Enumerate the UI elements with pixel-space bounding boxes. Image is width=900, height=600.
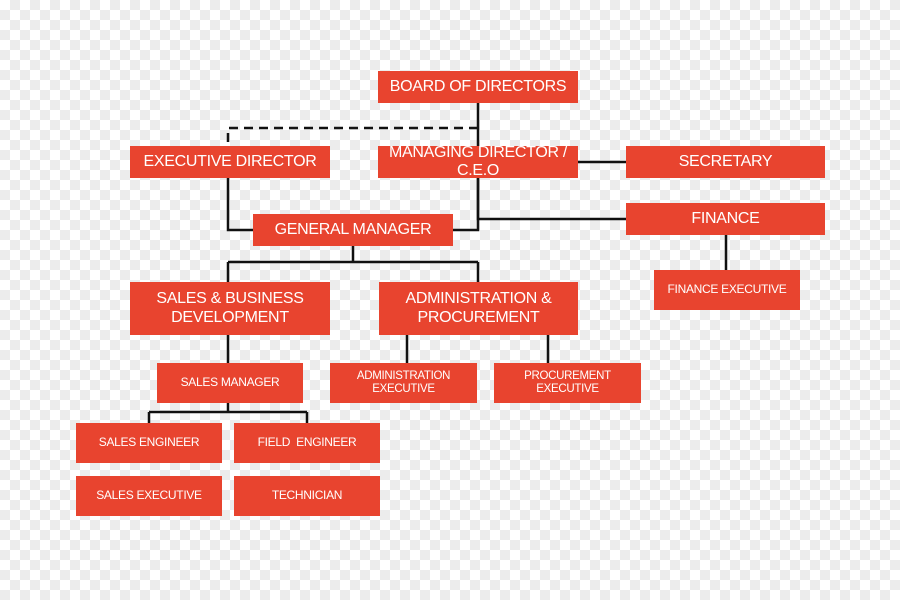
administration-procurement-box: ADMINISTRATION & PROCUREMENT bbox=[379, 282, 578, 335]
sales-engineer-box: SALES ENGINEER bbox=[76, 423, 222, 463]
connector bbox=[476, 178, 626, 221]
managing-director-box: MANAGING DIRECTOR / C.E.O bbox=[378, 144, 578, 179]
sales-executive-box: SALES EXECUTIVE bbox=[76, 476, 222, 516]
sales-manager-box: SALES MANAGER bbox=[157, 363, 303, 403]
procurement-executive-box: PROCUREMENT EXECUTIVE bbox=[494, 363, 641, 403]
connector bbox=[453, 178, 480, 232]
board-of-directors-box: BOARD OF DIRECTORS bbox=[378, 71, 578, 103]
executive-director-box: EXECUTIVE DIRECTOR bbox=[130, 146, 330, 178]
technician-box: TECHNICIAN bbox=[234, 476, 380, 516]
sales-business-development-box: SALES & BUSINESS DEVELOPMENT bbox=[130, 282, 330, 335]
secretary-box: SECRETARY bbox=[626, 146, 825, 178]
finance-executive-box: FINANCE EXECUTIVE bbox=[654, 270, 800, 310]
connector bbox=[226, 178, 253, 232]
field-engineer-box: FIELD ENGINEER bbox=[234, 423, 380, 463]
finance-box: FINANCE bbox=[626, 203, 825, 235]
dashed-connector bbox=[226, 126, 478, 148]
administration-executive-box: ADMINISTRATION EXECUTIVE bbox=[330, 363, 477, 403]
general-manager-box: GENERAL MANAGER bbox=[253, 214, 453, 246]
